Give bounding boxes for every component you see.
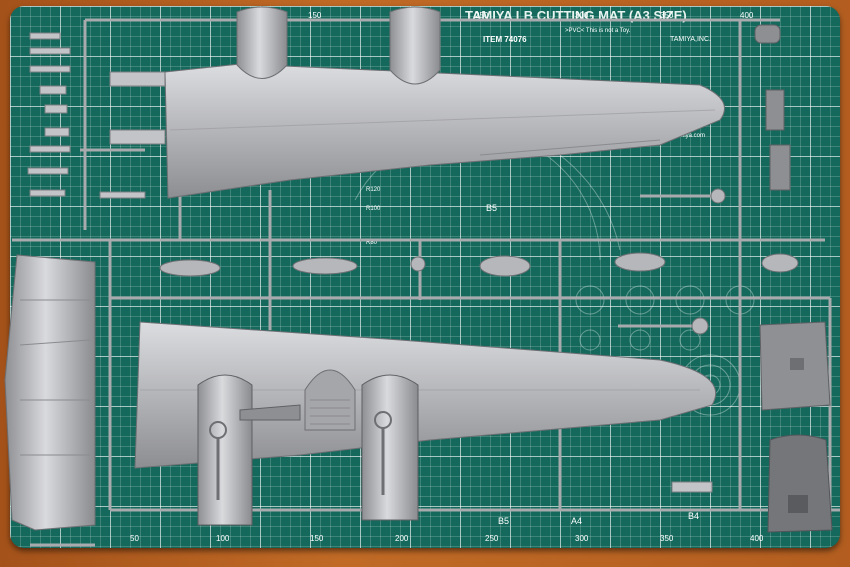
bottom-ruler-100: 100 (216, 534, 230, 543)
top-ruler-400: 400 (740, 11, 754, 20)
top-ruler-350: 350 (660, 11, 674, 20)
bottom-ruler-150: 150 (310, 534, 324, 543)
lower-wing (134, 321, 717, 526)
mat-item-number: ITEM 74076 (483, 35, 527, 44)
tail-section (4, 254, 96, 531)
top-ruler-150: 150 (308, 11, 322, 20)
top-ruler-300: 300 (575, 11, 589, 20)
bottom-ruler-50: 50 (130, 534, 139, 543)
bottom-ruler-250: 250 (485, 534, 499, 543)
small-bar-part (671, 481, 713, 493)
bottom-ruler-300: 300 (575, 534, 589, 543)
radius-mark-r100: R100 (366, 206, 381, 212)
mat-pvc-note: >PVC< This is not a Toy. (565, 28, 631, 34)
side-parts-right (754, 24, 791, 191)
paper-mark-b5-lower: B5 (498, 516, 510, 526)
small-parts-left (27, 32, 166, 199)
fuselage-panels (759, 321, 833, 533)
bottom-ruler-350: 350 (660, 534, 674, 543)
upper-wing (164, 6, 725, 199)
paper-mark-a4: A4 (571, 516, 583, 526)
paper-mark-b5-upper: B5 (486, 203, 498, 213)
paper-mark-b4: B4 (688, 511, 700, 521)
top-ruler-250: 250 (475, 11, 489, 20)
crew-figures (159, 188, 799, 335)
mat-brand: TAMIYA,INC. (670, 36, 711, 43)
radius-mark-r120: R120 (366, 187, 381, 193)
bottom-ruler-400: 400 (750, 534, 764, 543)
radius-mark-r80: R80 (366, 240, 378, 246)
bottom-ruler-200: 200 (395, 534, 409, 543)
